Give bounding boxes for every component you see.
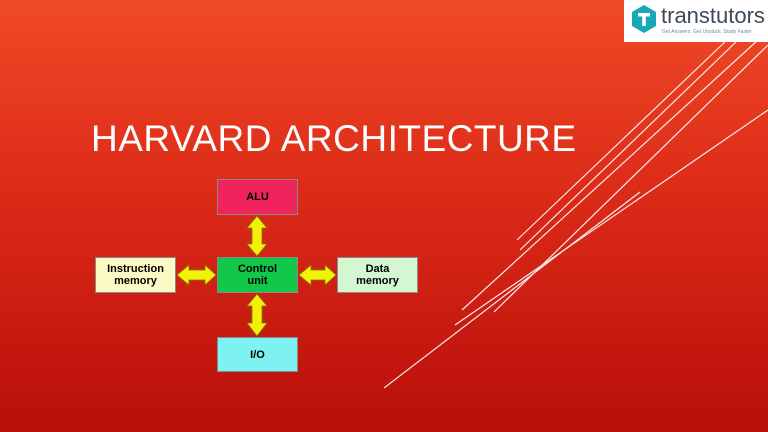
control-unit-label-line2: unit xyxy=(247,275,268,287)
logo-name: transtutors xyxy=(661,3,765,28)
logo-mark-icon xyxy=(632,5,656,33)
arrow-alu-control xyxy=(246,215,268,257)
logo-tagline: Get Answers. Get Unstuck. Study Faster xyxy=(662,29,752,35)
slide-title: HARVARD ARCHITECTURE xyxy=(91,118,577,159)
io-label: I/O xyxy=(250,348,265,361)
arrow-control-io xyxy=(246,293,268,337)
instruction-memory-label-line1: Instruction xyxy=(107,263,164,275)
transtutors-logo: transtutors Get Answers. Get Unstuck. St… xyxy=(624,0,768,42)
instruction-memory-label-line2: memory xyxy=(114,275,157,287)
arrow-control-data xyxy=(298,264,337,286)
control-unit-label-line1: Control xyxy=(237,263,278,275)
data-memory-label-line2: memory xyxy=(356,275,399,287)
io-box: I/O xyxy=(217,337,298,372)
alu-label: ALU xyxy=(246,191,269,203)
data-memory-box: Data memory xyxy=(337,257,418,293)
alu-box: ALU xyxy=(217,179,298,215)
control-unit-box: Control unit xyxy=(217,257,298,293)
data-memory-label-line1: Data xyxy=(365,263,390,275)
arrow-instruction-control xyxy=(176,264,217,286)
instruction-memory-box: Instruction memory xyxy=(95,257,176,293)
